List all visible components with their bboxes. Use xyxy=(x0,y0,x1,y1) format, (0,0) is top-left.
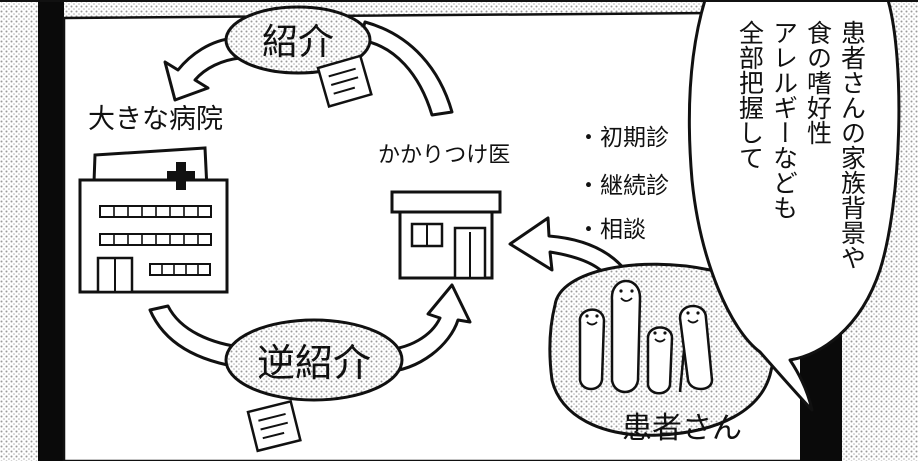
bubble-line-2: 食の嗜好性 xyxy=(804,20,833,145)
hospital-building-icon xyxy=(78,146,229,294)
referral-arrow-body xyxy=(163,36,242,102)
reverse-referral-arrow-head xyxy=(378,283,472,374)
service-consultation: ・相談 xyxy=(577,217,646,243)
reverse-referral-label: 逆紹介 xyxy=(257,341,371,385)
patients-group xyxy=(548,262,776,437)
big-hospital-label: 大きな病院 xyxy=(88,104,223,135)
referral-label: 紹介 xyxy=(262,22,334,63)
left-frame-bar xyxy=(38,0,64,461)
bubble-line-4: 全部把握して xyxy=(736,20,765,170)
document-icon xyxy=(316,54,373,108)
service-continuing: ・継続診 xyxy=(577,173,669,199)
referral-bubble xyxy=(224,5,372,75)
reverse-referral-bubble xyxy=(224,318,404,402)
document-icon-bottom xyxy=(246,399,302,453)
speech-bubble: 患者さんの家族背景や 食の嗜好性 アレルギーなども 全部把握して xyxy=(687,0,901,412)
bubble-line-3: アレルギーなども xyxy=(770,20,799,220)
patients-label: 患者さん xyxy=(622,411,742,446)
bubble-line-1: 患者さんの家族背景や xyxy=(838,20,867,270)
service-initial: ・初期診 xyxy=(577,125,669,151)
family-doctor-label: かかりつけ医 xyxy=(378,143,510,168)
referral-arrow-tail xyxy=(358,20,454,117)
clinic-building-icon xyxy=(390,190,502,280)
